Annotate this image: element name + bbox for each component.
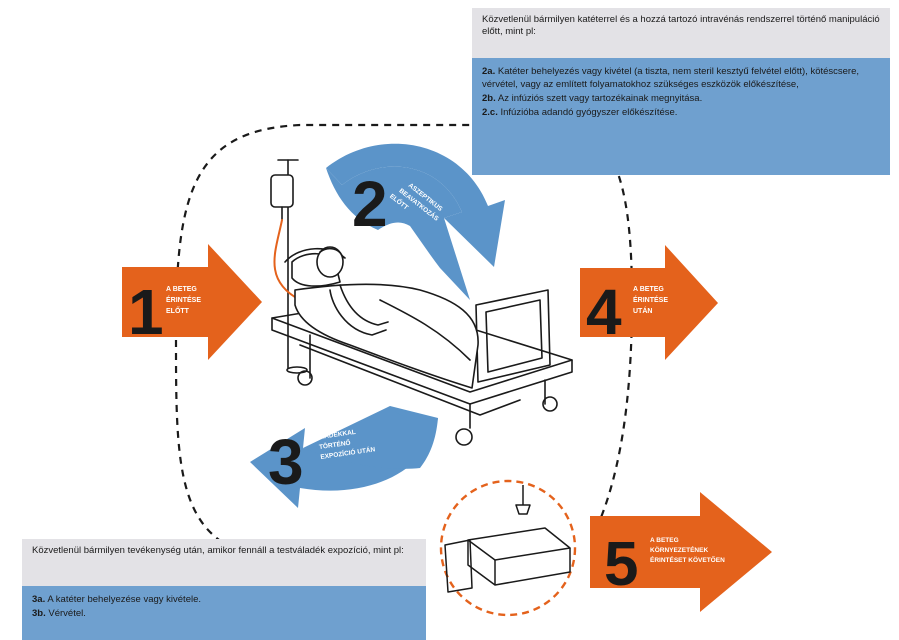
patient-environment-circle <box>439 479 577 617</box>
bottom-info-item-3b: 3b. Vérvétel. <box>32 607 416 620</box>
top-info-item-2a: 2a. Katéter behelyezés vagy kivétel (a t… <box>482 65 880 91</box>
bottom-info-item-text: Vérvétel. <box>48 608 86 619</box>
moment-1-number: 1 <box>128 276 164 348</box>
moment-4-label-line-3: UTÁN <box>633 306 652 315</box>
moment-2-arrow: 2 ASZEPTIKUS BEAVATKOZÁS ELŐTT <box>326 143 505 300</box>
top-info-item-2c: 2.c. Infúzióba adandó gyógyszer előkészí… <box>482 106 880 119</box>
moment-4-arrow: 4 A BETEG ÉRINTÉSE UTÁN <box>580 245 718 360</box>
bottom-info-item-3a: 3a. A katéter behelyezése vagy kivétele. <box>32 593 416 606</box>
moment-1-label-line-1: A BETEG <box>166 286 197 293</box>
moment-3-number: 3 <box>268 426 304 498</box>
patient-bed-illustration <box>270 159 573 446</box>
top-info-heading-text: Közvetlenül bármilyen katéterrel és a ho… <box>482 14 880 37</box>
moment-5-label-line-2: KÖRNYEZETÉNEK <box>650 545 708 554</box>
top-info-item-text: Katéter behelyezés vagy kivétel (a tiszt… <box>482 66 860 90</box>
moment-5-number: 5 <box>604 530 638 599</box>
bottom-info-body: 3a. A katéter behelyezése vagy kivétele.… <box>22 586 426 640</box>
top-info-heading: Közvetlenül bármilyen katéterrel és a ho… <box>472 8 890 58</box>
moment-3-arrow: 3 VÉLADÉKKAL TÖRTÉNŐ EXPOZÍCIÓ UTÁN <box>250 406 438 508</box>
top-info-item-2b: 2b. Az infúziós szett vagy tartozékainak… <box>482 92 880 105</box>
moment-5-arrow: 5 A BETEG KÖRNYEZETÉNEK ÉRINTÉSET KÖVETŐ… <box>590 492 772 612</box>
moment-4-number: 4 <box>586 276 622 348</box>
bottom-info-heading: Közvetlenül bármilyen tevékenység után, … <box>22 539 426 586</box>
moment-4-label-line-2: ÉRINTÉSE <box>633 295 668 304</box>
bedside-illustration <box>444 485 571 593</box>
top-info-item-text: Infúzióba adandó gyógyszer előkészítése. <box>500 107 678 118</box>
moment-1-label-line-3: ELŐTT <box>166 306 190 315</box>
moment-4-label-line-1: A BETEG <box>633 286 664 293</box>
moment-2-number: 2 <box>352 168 388 240</box>
top-info-item-code: 2a. <box>482 66 496 77</box>
top-info-item-text: Az infúziós szett vagy tartozékainak meg… <box>497 93 703 104</box>
moment-1-arrow: 1 A BETEG ÉRINTÉSE ELŐTT <box>122 244 262 360</box>
top-info-item-code: 2.c. <box>482 107 498 118</box>
bottom-info-heading-text: Közvetlenül bármilyen tevékenység után, … <box>32 545 404 556</box>
top-info-body: 2a. Katéter behelyezés vagy kivétel (a t… <box>472 58 890 175</box>
moment-5-label-line-3: ÉRINTÉSET KÖVETŐEN <box>650 555 725 564</box>
top-info-item-code: 2b. <box>482 93 496 104</box>
bottom-info-item-code: 3a. <box>32 594 46 605</box>
bottom-info-item-text: A katéter behelyezése vagy kivétele. <box>47 594 202 605</box>
moment-5-label-line-1: A BETEG <box>650 537 679 544</box>
patient-zone-outline <box>174 123 634 543</box>
moment-1-label-line-2: ÉRINTÉSE <box>166 295 201 304</box>
bottom-info-item-code: 3b. <box>32 608 46 619</box>
